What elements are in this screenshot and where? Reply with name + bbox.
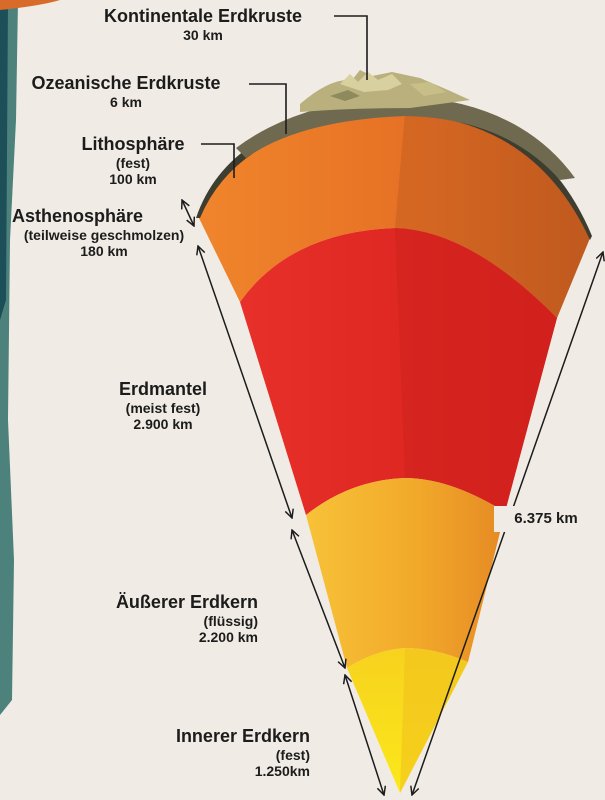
lithosphere-title: Lithosphäre [66, 134, 200, 155]
leader-continental [334, 16, 367, 80]
outer-core-state: (flüssig) [82, 613, 258, 629]
lithosphere-state: (fest) [66, 155, 200, 171]
asthenosphere-state: (teilweise geschmolzen) [2, 227, 206, 243]
asthenosphere-thickness: 180 km [2, 243, 206, 259]
continental-crust-title: Kontinentale Erdkruste [82, 6, 324, 27]
oceanic-crust-thickness: 6 km [8, 94, 244, 110]
oceanic-crust-title: Ozeanische Erdkruste [8, 73, 244, 94]
asthenosphere-title: Asthenosphäre [2, 206, 206, 227]
inner-core-state: (fest) [146, 747, 310, 763]
mantle-state: (meist fest) [100, 400, 226, 416]
continental-crust-thickness: 30 km [82, 27, 324, 43]
oceanic-crust-label: Ozeanische Erdkruste 6 km [8, 73, 244, 110]
mantle-label: Erdmantel (meist fest) 2.900 km [100, 379, 226, 432]
mantle-thickness: 2.900 km [100, 416, 226, 432]
outer-core-title: Äußerer Erdkern [82, 592, 258, 613]
outer-core-thickness: 2.200 km [82, 629, 258, 645]
outer-core-layer [306, 478, 505, 668]
continental-crust-label: Kontinentale Erdkruste 30 km [82, 6, 324, 43]
lithosphere-thickness: 100 km [66, 171, 200, 187]
asthenosphere-label: Asthenosphäre (teilweise geschmolzen) 18… [2, 206, 206, 259]
inner-core-title: Innerer Erdkern [146, 726, 310, 747]
outer-core-label: Äußerer Erdkern (flüssig) 2.200 km [82, 592, 258, 645]
mantle-title: Erdmantel [100, 379, 226, 400]
inner-core-label: Innerer Erdkern (fest) 1.250km [146, 726, 310, 779]
radius-value: 6.375 km [494, 510, 598, 527]
inner-core-thickness: 1.250km [146, 763, 310, 779]
lithosphere-label: Lithosphäre (fest) 100 km [66, 134, 200, 187]
radius-label: 6.375 km [494, 510, 598, 527]
